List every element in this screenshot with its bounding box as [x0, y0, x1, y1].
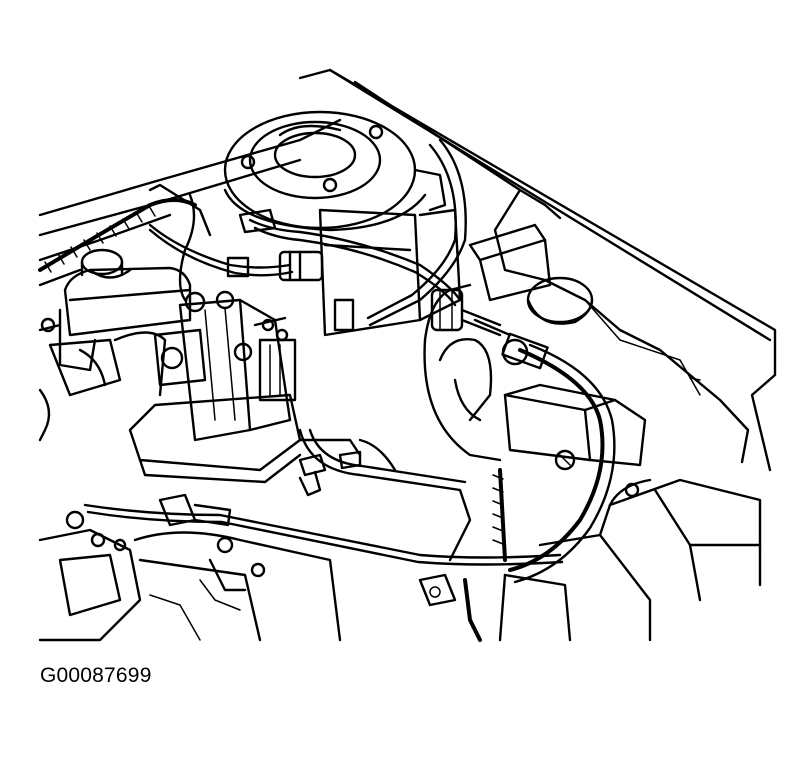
- fender-outline: [298, 68, 777, 472]
- sensor-connector: [430, 288, 529, 366]
- coolant-hose: [473, 318, 616, 584]
- lower-right-components: [418, 478, 762, 642]
- battery: [423, 283, 647, 471]
- brake-fluid-reservoir: [38, 248, 192, 442]
- figure-id-label: G00087699: [40, 664, 152, 687]
- throttle-cable: [65, 493, 564, 566]
- brake-lines: [298, 428, 472, 562]
- wire-harness-left: [38, 183, 212, 302]
- abs-modulator: [113, 290, 302, 484]
- throttle-body: [38, 528, 342, 642]
- engine-compartment-line-drawing: [38, 68, 777, 642]
- upper-wiring: [148, 138, 467, 327]
